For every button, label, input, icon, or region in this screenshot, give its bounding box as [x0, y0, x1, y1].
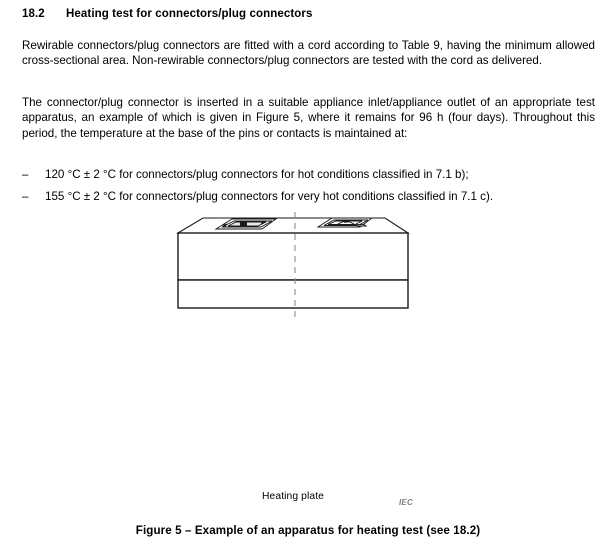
box-front-face — [177, 232, 409, 281]
list-dash-icon: – — [22, 168, 29, 181]
heating-plate-label: Heating plate — [262, 491, 324, 502]
box-top-face — [176, 217, 410, 234]
connector-top-right — [316, 217, 374, 228]
paragraph-2: The connector/plug connector is inserted… — [22, 96, 595, 140]
list-dash-icon: – — [22, 189, 29, 203]
list-item: – 120 °C ± 2 °C for connectors/plug conn… — [22, 167, 595, 182]
clause-title: Heating test for connectors/plug connect… — [66, 8, 313, 20]
paragraph-1: Rewirable connectors/plug connectors are… — [22, 39, 595, 68]
page-title: 18.2 Heating test for connectors/plug con… — [22, 8, 582, 20]
list-item-text: 155 °C ± 2 °C for connectors/plug connec… — [45, 189, 494, 203]
side-view-box — [176, 217, 410, 309]
condition-list: – 120 °C ± 2 °C for connectors/plug conn… — [22, 167, 595, 211]
clause-number: 18.2 — [22, 8, 45, 20]
heating-plate-band — [177, 279, 409, 309]
apparatus-drawing — [176, 212, 410, 322]
connector-top-left — [214, 218, 278, 230]
figure-caption: Figure 5 – Example of an apparatus for h… — [135, 524, 481, 537]
list-item-text: 120 °C ± 2 °C for connectors/plug connec… — [45, 168, 469, 181]
list-item: – 155 °C ± 2 °C for connectors/plug conn… — [22, 189, 595, 204]
iec-source-label: IEC — [399, 498, 413, 507]
figure-5-illustration: Heating plate — [0, 205, 616, 525]
